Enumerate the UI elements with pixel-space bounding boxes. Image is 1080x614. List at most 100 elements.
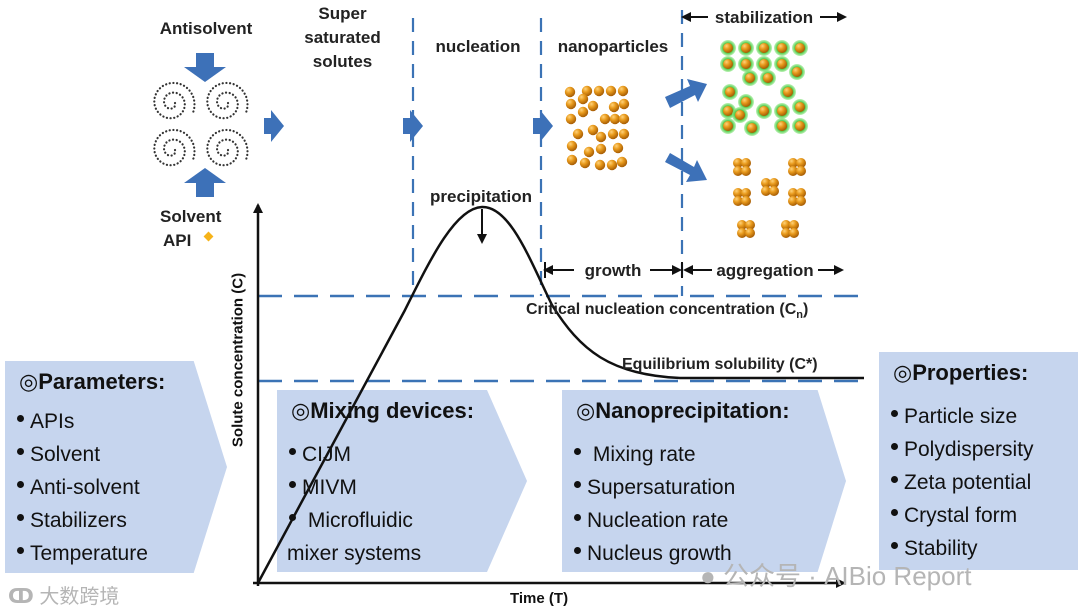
- parameters-title: ◎Parameters:: [19, 369, 166, 394]
- nanoparticle: [581, 85, 593, 97]
- stabilized-particle: [795, 43, 805, 53]
- list-item: MIVM: [289, 471, 421, 504]
- stabilized-particle: [795, 121, 805, 131]
- stabilization-branch-arrow: [665, 79, 707, 108]
- aggregate-particle: [781, 220, 791, 230]
- nanoparticle: [577, 106, 589, 118]
- aggregation-label: aggregation: [716, 261, 814, 280]
- aggregation-branch-arrow: [665, 153, 707, 182]
- list-item: Nucleation rate: [574, 504, 735, 537]
- stabilized-particle: [723, 43, 733, 53]
- nanoparticle: [609, 113, 621, 125]
- nanoparticle: [612, 142, 624, 154]
- stabilized-particle: [741, 43, 751, 53]
- aggregated-particles: [733, 158, 806, 238]
- nanoparticle: [617, 85, 629, 97]
- nanoparticle: [618, 113, 630, 125]
- aggregate-particle: [741, 166, 751, 176]
- nanoparticle: [593, 85, 605, 97]
- stabilized-particle: [745, 73, 755, 83]
- stabilized-particle: [783, 87, 793, 97]
- nanoparticles-dots: [564, 85, 630, 171]
- stabilized-particle: [777, 121, 787, 131]
- aggregate-particle: [733, 158, 743, 168]
- nucleation-label: nucleation: [435, 37, 521, 56]
- flow-arrows: [184, 53, 707, 197]
- list-item: Zeta potential: [891, 466, 1034, 499]
- mixing-devices-list: CIJM MIVM Microfluidic mixer systems: [287, 438, 422, 570]
- stabilized-particles: [720, 40, 808, 136]
- stabilized-particle: [723, 59, 733, 69]
- stabilization-label: stabilization: [714, 8, 814, 27]
- aggregate-particle: [741, 158, 751, 168]
- watermark-right: ● 公众号 · AIBio Report: [700, 561, 972, 591]
- properties-panel: ◎Properties: Particle size Polydispersit…: [879, 352, 1078, 570]
- nanoprecipitation-panel: ◎Nanoprecipitation: Mixing rate Supersat…: [562, 390, 846, 572]
- solvent-label: Solvent: [160, 207, 222, 226]
- stabilized-particle: [735, 110, 745, 120]
- mixing-spirals: [153, 81, 249, 167]
- nanoparticle: [595, 143, 607, 155]
- x-axis-label: Time (T): [510, 590, 569, 607]
- list-item: Stability: [891, 532, 1034, 565]
- aggregate-particle: [789, 228, 799, 238]
- api-diamond-icon: [203, 231, 214, 242]
- aggregate-particle: [788, 196, 798, 206]
- flow-arrow-1: [264, 110, 284, 142]
- spiral-icon: [153, 81, 196, 120]
- stabilized-particle: [759, 106, 769, 116]
- aggregate-particle: [781, 228, 791, 238]
- precipitation-label: precipitation: [429, 187, 532, 206]
- stabilized-particle: [777, 106, 787, 116]
- wechat-icon: ●: [700, 561, 716, 591]
- nanoparticle: [566, 154, 578, 166]
- aggregate-particle: [733, 166, 743, 176]
- aggregate-particle: [796, 196, 806, 206]
- stabilized-particle: [741, 59, 751, 69]
- aggregate-particle: [789, 220, 799, 230]
- aggregate-particle: [796, 188, 806, 198]
- properties-title: ◎Properties:: [893, 360, 1029, 385]
- watermark-left: ↀ 大数跨境: [8, 586, 120, 608]
- list-item: Mixing rate: [574, 438, 735, 471]
- list-item: Stabilizers: [17, 504, 148, 537]
- list-item-continuation: mixer systems: [287, 542, 422, 565]
- stabilized-particle: [741, 97, 751, 107]
- flow-arrow-3: [533, 110, 553, 142]
- range-arrows: [543, 12, 847, 278]
- spiral-icon: [206, 128, 249, 167]
- aggregate-particle: [737, 220, 747, 230]
- stabilized-particle: [759, 59, 769, 69]
- nanoprecipitation-title: ◎Nanoprecipitation:: [576, 398, 790, 423]
- y-axis-label: Solute concentration (C): [229, 272, 247, 448]
- stabilized-particle: [763, 73, 773, 83]
- list-item: Solvent: [17, 438, 148, 471]
- nanoparticles-label: nanoparticles: [557, 37, 669, 56]
- aggregate-particle: [761, 186, 771, 196]
- stabilized-particle: [725, 87, 735, 97]
- nanoparticle: [606, 159, 618, 171]
- nanoparticle: [594, 159, 606, 171]
- nanoparticle: [608, 101, 620, 113]
- nanoparticle: [618, 98, 630, 110]
- list-item: Anti-solvent: [17, 471, 148, 504]
- stabilized-particle: [792, 67, 802, 77]
- nanoparticle: [599, 113, 611, 125]
- aggregate-particle: [733, 196, 743, 206]
- aggregate-particle: [745, 220, 755, 230]
- list-item: Temperature: [17, 537, 148, 570]
- api-label: API: [163, 231, 192, 250]
- watermark-logo-icon: ↀ: [8, 586, 34, 608]
- list-item: Particle size: [891, 400, 1034, 433]
- aggregate-particle: [741, 188, 751, 198]
- concentration-curve: [256, 205, 864, 584]
- solvent-up-arrow: [184, 168, 226, 197]
- aggregate-particle: [761, 178, 771, 188]
- spiral-icon: [153, 128, 196, 167]
- nanoprecipitation-list: Mixing rate Supersaturation Nucleation r…: [574, 438, 735, 570]
- nanoparticle: [616, 156, 628, 168]
- flow-arrow-2: [403, 110, 423, 142]
- stabilized-particle: [759, 43, 769, 53]
- nanoparticle: [566, 140, 578, 152]
- nanoparticle: [572, 128, 584, 140]
